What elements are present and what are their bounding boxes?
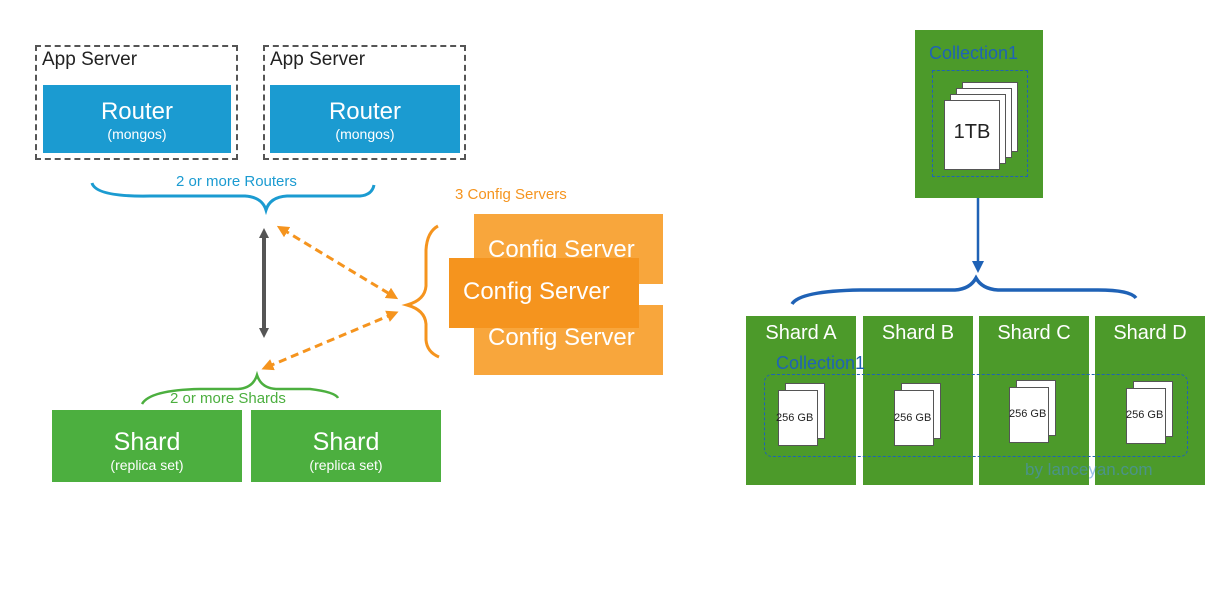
tb-doc-page-front (944, 100, 1000, 170)
collection-size-label: 1TB (953, 121, 991, 143)
shard-b-label: Shard B (881, 322, 955, 344)
shard-box-1: Shard (replica set) (52, 410, 242, 482)
shard-collection-dashed (764, 374, 1188, 457)
router-config-arrow (276, 225, 399, 300)
app-server-label-2: App Server (270, 49, 366, 70)
shard-d-label: Shard D (1113, 322, 1187, 344)
router-box-1: Router (mongos) (43, 85, 231, 153)
shard-subtitle-2: (replica set) (309, 457, 383, 473)
app-server-box-1 (35, 45, 238, 160)
left-connectors (90, 182, 440, 405)
shards-brace (140, 370, 340, 405)
config-server-label-1: Config Server (488, 236, 635, 263)
shards-brace (790, 274, 1138, 306)
shard-config-arrow (261, 310, 399, 371)
config-brace (401, 224, 440, 359)
chunk-d-label: 256 GB (1126, 409, 1164, 421)
chunk-a-label: 256 GB (776, 412, 814, 424)
shard-subtitle-1: (replica set) (110, 457, 184, 473)
config-server-label-3: Config Server (488, 324, 635, 351)
config-note: 3 Config Servers (455, 186, 567, 203)
collection-inner-dashed (932, 70, 1028, 177)
router-box-2: Router (mongos) (270, 85, 460, 153)
shard-title-2: Shard (312, 428, 380, 456)
chunk-c-label: 256 GB (1009, 408, 1047, 420)
router-subtitle-2: (mongos) (335, 126, 395, 142)
routers-note: 2 or more Routers (176, 173, 297, 190)
router-title-1: Router (100, 98, 174, 125)
shard-collection-title: Collection1 (776, 353, 866, 373)
chunk-d-page-front (1126, 388, 1166, 444)
shards-note: 2 or more Shards (170, 390, 286, 407)
shard-a-label: Shard A (765, 322, 837, 344)
shard-box-2: Shard (replica set) (251, 410, 441, 482)
router-subtitle-1: (mongos) (107, 126, 167, 142)
right-connectors (790, 198, 1138, 306)
chunk-b-page-front (894, 390, 934, 446)
router-title-2: Router (328, 98, 402, 125)
config-server-front: Config Server (449, 258, 639, 328)
collection-title: Collection1 (929, 43, 1019, 63)
chunk-a-page-front (778, 390, 818, 446)
config-server-label-2: Config Server (463, 278, 610, 305)
shard-title-1: Shard (113, 428, 181, 456)
watermark: by lanceyan.com (1025, 460, 1153, 479)
chunk-c-page-front (1009, 387, 1049, 443)
app-server-label-1: App Server (42, 49, 138, 70)
shard-c-label: Shard C (997, 322, 1071, 344)
chunk-b-label: 256 GB (894, 412, 932, 424)
app-server-box-2 (263, 45, 466, 160)
routers-brace (90, 182, 376, 216)
